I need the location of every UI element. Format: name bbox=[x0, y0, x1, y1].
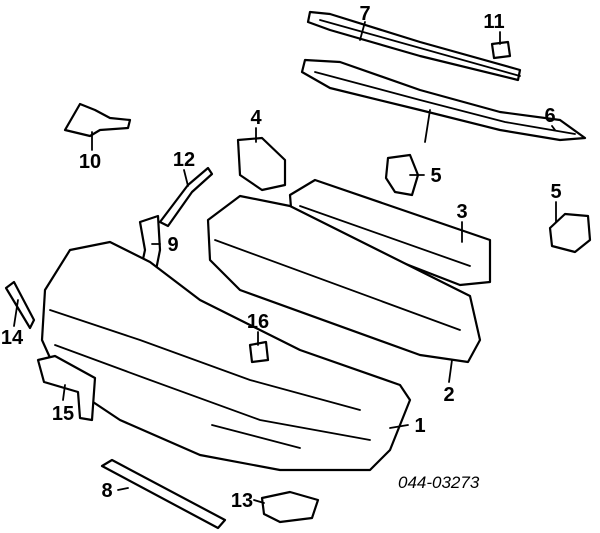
part-13-grille bbox=[260, 490, 320, 524]
part-7-upper-retainer bbox=[306, 10, 522, 82]
part-6-bumper-support bbox=[300, 58, 587, 143]
part-2-energy-absorber bbox=[206, 194, 482, 364]
callout-5: 5 bbox=[430, 165, 441, 187]
catalog-code: 044-03273 bbox=[398, 473, 480, 492]
callout-8: 8 bbox=[101, 480, 112, 502]
part-15-bracket bbox=[36, 354, 97, 422]
callout-13: 13 bbox=[231, 490, 253, 512]
callout-10: 10 bbox=[79, 151, 101, 173]
part-5-retainer bbox=[384, 153, 420, 197]
callout-16: 16 bbox=[247, 311, 269, 333]
part-14-seal bbox=[4, 280, 36, 330]
callout-14: 14 bbox=[1, 327, 24, 349]
callout-12: 12 bbox=[173, 149, 195, 171]
callout-6: 6 bbox=[544, 105, 555, 127]
callout-7: 7 bbox=[359, 3, 370, 25]
callout-3: 3 bbox=[456, 201, 467, 223]
part-8-lower-plate bbox=[100, 458, 227, 530]
part-5-retainer-right bbox=[548, 212, 592, 254]
callout-4: 4 bbox=[250, 107, 262, 129]
callout-2: 2 bbox=[443, 384, 454, 406]
callout-9: 9 bbox=[167, 234, 178, 256]
callout-5-right: 5 bbox=[550, 181, 561, 203]
callout-1: 1 bbox=[414, 415, 425, 437]
leader-lines bbox=[13, 21, 557, 504]
part-4-bracket bbox=[236, 136, 287, 192]
part-10-bracket bbox=[63, 102, 132, 138]
part-16-clip bbox=[248, 340, 270, 364]
callout-11: 11 bbox=[483, 11, 504, 33]
callout-15: 15 bbox=[52, 403, 74, 425]
part-11-clip bbox=[490, 40, 512, 60]
